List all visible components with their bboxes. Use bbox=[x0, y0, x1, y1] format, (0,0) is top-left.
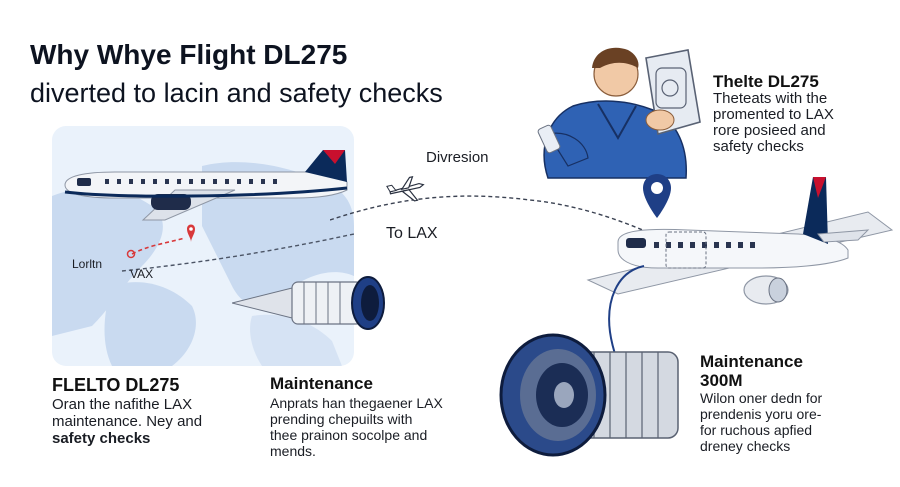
world-map-panel: Lorltn VAX bbox=[52, 126, 354, 366]
top-right-line-2: promented to LAX bbox=[713, 106, 834, 123]
bottom-right-line-4: dreney checks bbox=[700, 438, 791, 454]
bottom-right-line-3: for ruchous apfied bbox=[700, 422, 813, 438]
jet-engine-small-icon bbox=[232, 276, 385, 330]
bottom-mid-line-1: Anprats han thegaener LAX bbox=[270, 395, 443, 411]
bottom-left-heading: FLELTO DL275 bbox=[52, 375, 180, 395]
top-right-line-3: rore posieed and bbox=[713, 122, 826, 139]
bottom-mid-line-2: prending chepuilts with bbox=[270, 411, 413, 427]
title-line-2: diverted to lacin and safety checks bbox=[30, 78, 443, 108]
top-right-heading: Thelte DL275 bbox=[713, 72, 819, 91]
bottom-right-line-1: Wilon oner dedn for bbox=[700, 390, 823, 406]
map-label-origin: Lorltn bbox=[72, 257, 103, 271]
top-right-line-1: Theteats with the bbox=[713, 90, 828, 107]
bottom-mid-line-3: thee prainon socolpe and bbox=[270, 427, 428, 443]
top-right-text: Theteats with the promented to LAX rore … bbox=[713, 91, 834, 155]
to-lax-label: To LAX bbox=[386, 225, 438, 242]
top-right-line-4: safety checks bbox=[713, 138, 804, 155]
small-plane-icon bbox=[386, 175, 425, 202]
jet-engine-large-icon bbox=[499, 333, 679, 457]
bottom-right-heading-2: 300M bbox=[700, 371, 743, 390]
bottom-right-text: Wilon oner dedn for prendenis yoru ore- … bbox=[700, 390, 822, 454]
map-label-destination: VAX bbox=[130, 267, 154, 281]
bottom-right-line-2: prendenis yoru ore- bbox=[700, 406, 822, 422]
delta-plane-right-icon bbox=[586, 177, 894, 305]
diversion-route-line bbox=[330, 175, 701, 259]
bottom-left-line-2: maintenance. Ney and bbox=[52, 413, 203, 430]
bottom-left-line-1: Oran the nafithe LAX bbox=[52, 396, 193, 413]
bottom-mid-line-4: mends. bbox=[270, 443, 316, 459]
location-pin-icon bbox=[643, 174, 671, 218]
diversion-label: Divresion bbox=[426, 149, 489, 166]
bottom-mid-heading: Maintenance bbox=[270, 374, 373, 393]
title-line-1: Why Whye Flight DL275 bbox=[30, 39, 348, 70]
bottom-left-line-3: safety checks bbox=[52, 430, 151, 447]
bottom-mid-text: Anprats han thegaener LAX prending chepu… bbox=[270, 395, 443, 459]
mechanic-illustration bbox=[537, 47, 701, 179]
bottom-left-text: Oran the nafithe LAX maintenance. Ney an… bbox=[52, 396, 202, 447]
delta-plane-left-icon bbox=[64, 150, 348, 221]
bottom-right-heading-1: Maintenance bbox=[700, 352, 803, 371]
page-title: Why Whye Flight DL275 diverted to lacin … bbox=[30, 36, 443, 112]
